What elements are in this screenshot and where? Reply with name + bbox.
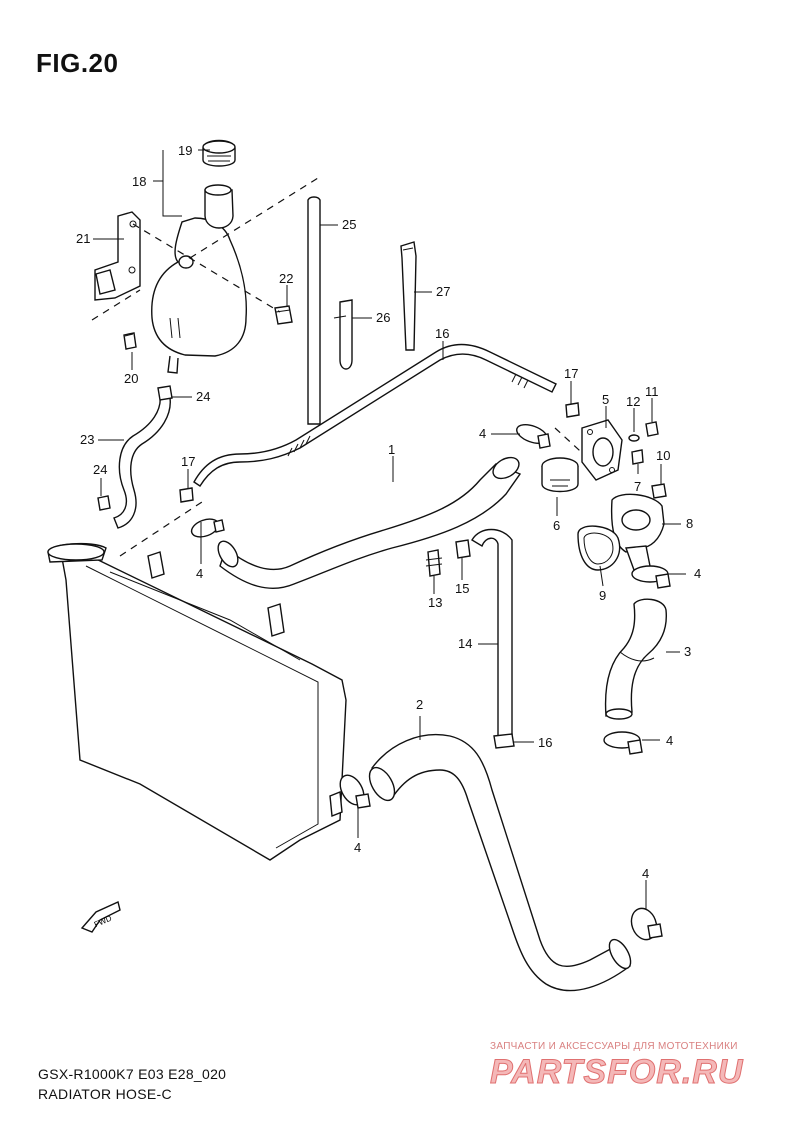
reservoir-tank	[151, 184, 248, 374]
label-11: 11	[645, 384, 659, 399]
label-4-bottom: 4	[642, 866, 649, 881]
footer-section-name: RADIATOR HOSE-C	[38, 1086, 172, 1102]
watermark-tagline: ЗАПЧАСТИ И АКСЕССУАРЫ ДЛЯ МОТОТЕХНИКИ	[490, 1041, 738, 1052]
label-1: 1	[388, 442, 395, 457]
hose-2	[368, 734, 632, 992]
label-4-case: 4	[694, 566, 701, 581]
label-24-upper: 24	[196, 389, 210, 404]
label-21: 21	[76, 231, 90, 246]
clamp-4c	[631, 565, 671, 589]
label-13: 13	[428, 595, 442, 610]
label-4-hose2: 4	[354, 840, 361, 855]
label-3: 3	[684, 644, 691, 659]
thermostat-case-8	[610, 493, 665, 571]
bolt-20	[123, 332, 137, 350]
radiator	[47, 543, 347, 861]
label-5: 5	[602, 392, 609, 407]
reference-line	[119, 499, 206, 557]
hose-14	[471, 528, 513, 741]
union-13	[425, 549, 443, 577]
clamp-17a	[565, 402, 580, 418]
clamp-26	[333, 299, 353, 370]
reservoir-bracket	[94, 211, 141, 301]
clamp-15	[455, 539, 471, 559]
label-4-thermo: 4	[479, 426, 486, 441]
tie-band-27	[400, 241, 417, 351]
thermostat-6	[541, 457, 579, 493]
clamp-4a	[190, 518, 225, 538]
label-4-radiator: 4	[196, 566, 203, 581]
label-23: 23	[80, 432, 94, 447]
label-14: 14	[458, 636, 472, 651]
bolt-10	[651, 483, 667, 499]
label-17-right: 17	[564, 366, 578, 381]
label-4-hose3: 4	[666, 733, 673, 748]
footer-model-code: GSX-R1000K7 E03 E28_020	[38, 1066, 227, 1082]
label-7: 7	[634, 479, 641, 494]
clamp-4f	[630, 907, 663, 941]
reservoir-cap	[202, 139, 236, 167]
label-24-lower: 24	[93, 462, 107, 477]
tube-16	[193, 343, 557, 487]
tube-25	[307, 196, 321, 425]
hose-3	[604, 598, 667, 720]
clamp-24b	[97, 495, 111, 511]
label-26: 26	[376, 310, 390, 325]
bolt-11	[645, 421, 659, 437]
clamp-16b	[493, 733, 515, 749]
label-22: 22	[279, 271, 293, 286]
clamp-4e	[339, 774, 371, 809]
label-15: 15	[455, 581, 469, 596]
label-8: 8	[686, 516, 693, 531]
label-2: 2	[416, 697, 423, 712]
label-18: 18	[132, 174, 146, 189]
figure-title: FIG.20	[36, 48, 119, 78]
fwd-arrow-icon: FWD	[80, 901, 121, 933]
reference-line	[91, 289, 141, 321]
label-6: 6	[553, 518, 560, 533]
label-10: 10	[656, 448, 670, 463]
label-16-lower: 16	[538, 735, 552, 750]
label-12: 12	[626, 394, 640, 409]
thermostat-cover-5	[581, 419, 623, 481]
washer-12	[628, 434, 640, 442]
watermark-logo: PARTSFOR.RU	[489, 1053, 744, 1092]
bolt-22	[274, 305, 293, 325]
label-9: 9	[599, 588, 606, 603]
o-ring-9	[577, 525, 621, 571]
clamp-24a	[157, 385, 173, 401]
bolt-7	[631, 449, 644, 465]
label-27: 27	[436, 284, 450, 299]
clamp-17b	[179, 487, 194, 503]
clamp-4b	[516, 424, 551, 449]
label-25: 25	[342, 217, 356, 232]
label-19: 19	[178, 143, 192, 158]
clamp-4d	[603, 731, 643, 755]
label-17-left: 17	[181, 454, 195, 469]
label-20: 20	[124, 371, 138, 386]
reference-line	[132, 223, 281, 313]
hose-1	[217, 456, 522, 590]
label-16-upper: 16	[435, 326, 449, 341]
hose-23	[113, 394, 171, 529]
leader-lines	[93, 149, 686, 910]
